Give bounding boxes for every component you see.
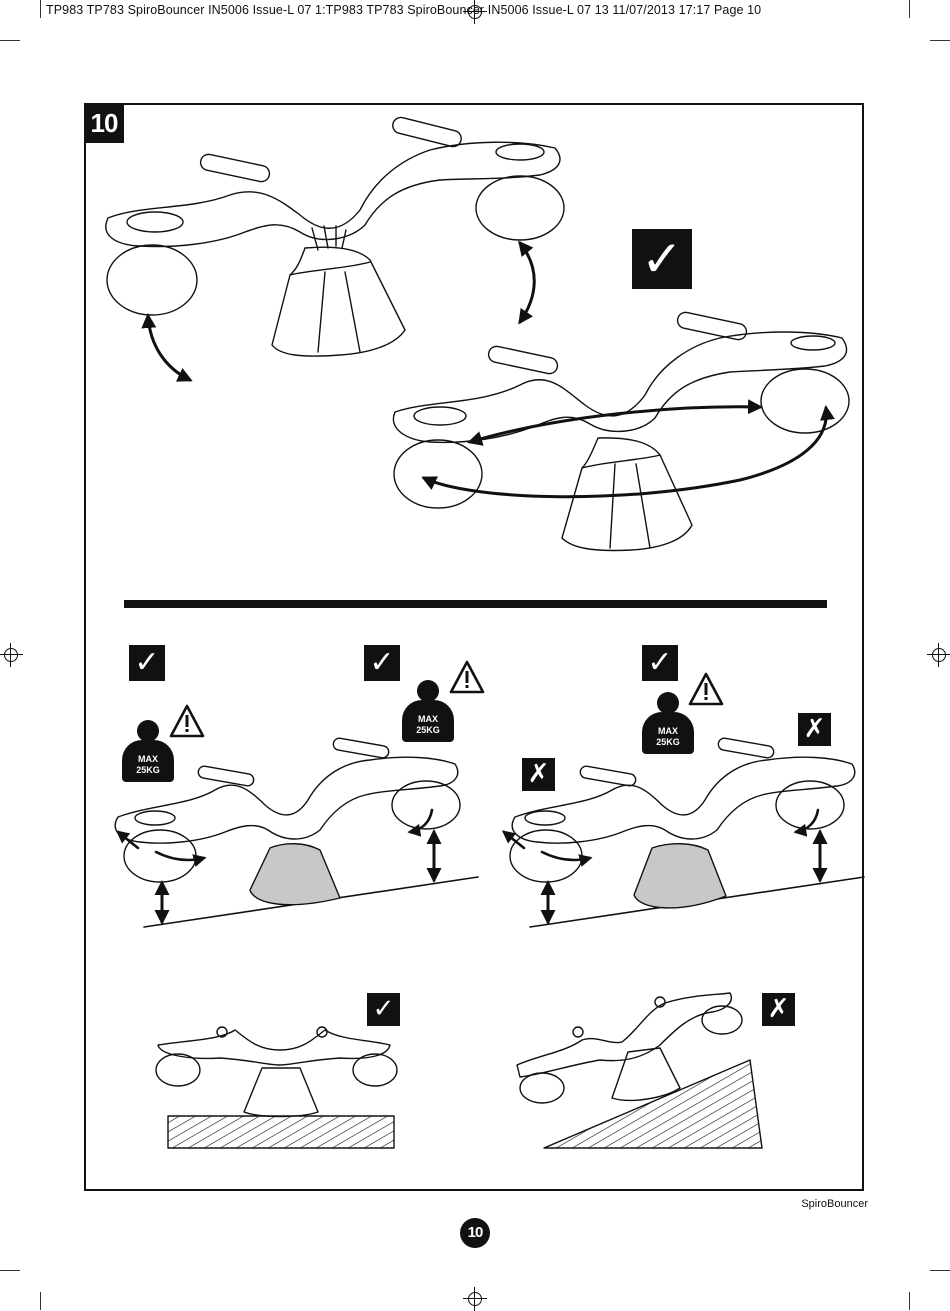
section-divider [124, 600, 827, 608]
brand-name: SpiroBouncer [801, 1198, 868, 1210]
warning-triangle-icon [449, 660, 485, 694]
check-icon: ✓ [632, 229, 692, 289]
registration-mark [463, 1287, 487, 1311]
instruction-frame [84, 103, 864, 1191]
weight-limit-label: MAX 25KG [416, 714, 440, 735]
step-number: 10 [84, 103, 124, 143]
weight-limit-label: MAX 25KG [656, 726, 680, 747]
crop-mark [930, 40, 950, 41]
spirobouncer-illustration-2 [392, 311, 850, 552]
child-weight-limit-figure: MAX 25KG [118, 720, 178, 800]
crop-mark [930, 1270, 950, 1271]
slope-check-illustration-right [501, 737, 865, 928]
warning-triangle-icon [688, 672, 724, 706]
page-number: 10 [460, 1218, 490, 1248]
registration-mark [463, 0, 487, 24]
registration-mark [927, 643, 950, 667]
check-icon: ✓ [642, 645, 678, 681]
weight-limit-label: MAX 25KG [136, 754, 160, 775]
cross-icon: ✗ [522, 758, 555, 791]
child-weight-limit-figure: MAX 25KG [398, 680, 458, 760]
check-icon: ✓ [367, 993, 400, 1026]
warning-triangle-icon [169, 704, 205, 738]
cross-icon: ✗ [762, 993, 795, 1026]
check-icon: ✓ [129, 645, 165, 681]
print-header: TP983 TP783 SpiroBouncer IN5006 Issue-L … [46, 3, 762, 17]
flat-ground-illustration [155, 1026, 398, 1149]
child-weight-limit-figure: MAX 25KG [638, 692, 698, 772]
crop-mark [909, 0, 910, 18]
check-icon: ✓ [364, 645, 400, 681]
registration-mark [0, 643, 23, 667]
crop-mark [40, 1292, 41, 1310]
crop-mark [40, 0, 41, 18]
slope-check-illustration-left [114, 737, 479, 928]
spirobouncer-illustration-1 [105, 116, 565, 382]
crop-mark [0, 40, 20, 41]
steep-slope-illustration [516, 992, 763, 1149]
crop-mark [909, 1292, 910, 1310]
cross-icon: ✗ [798, 713, 831, 746]
crop-mark [0, 1270, 20, 1271]
